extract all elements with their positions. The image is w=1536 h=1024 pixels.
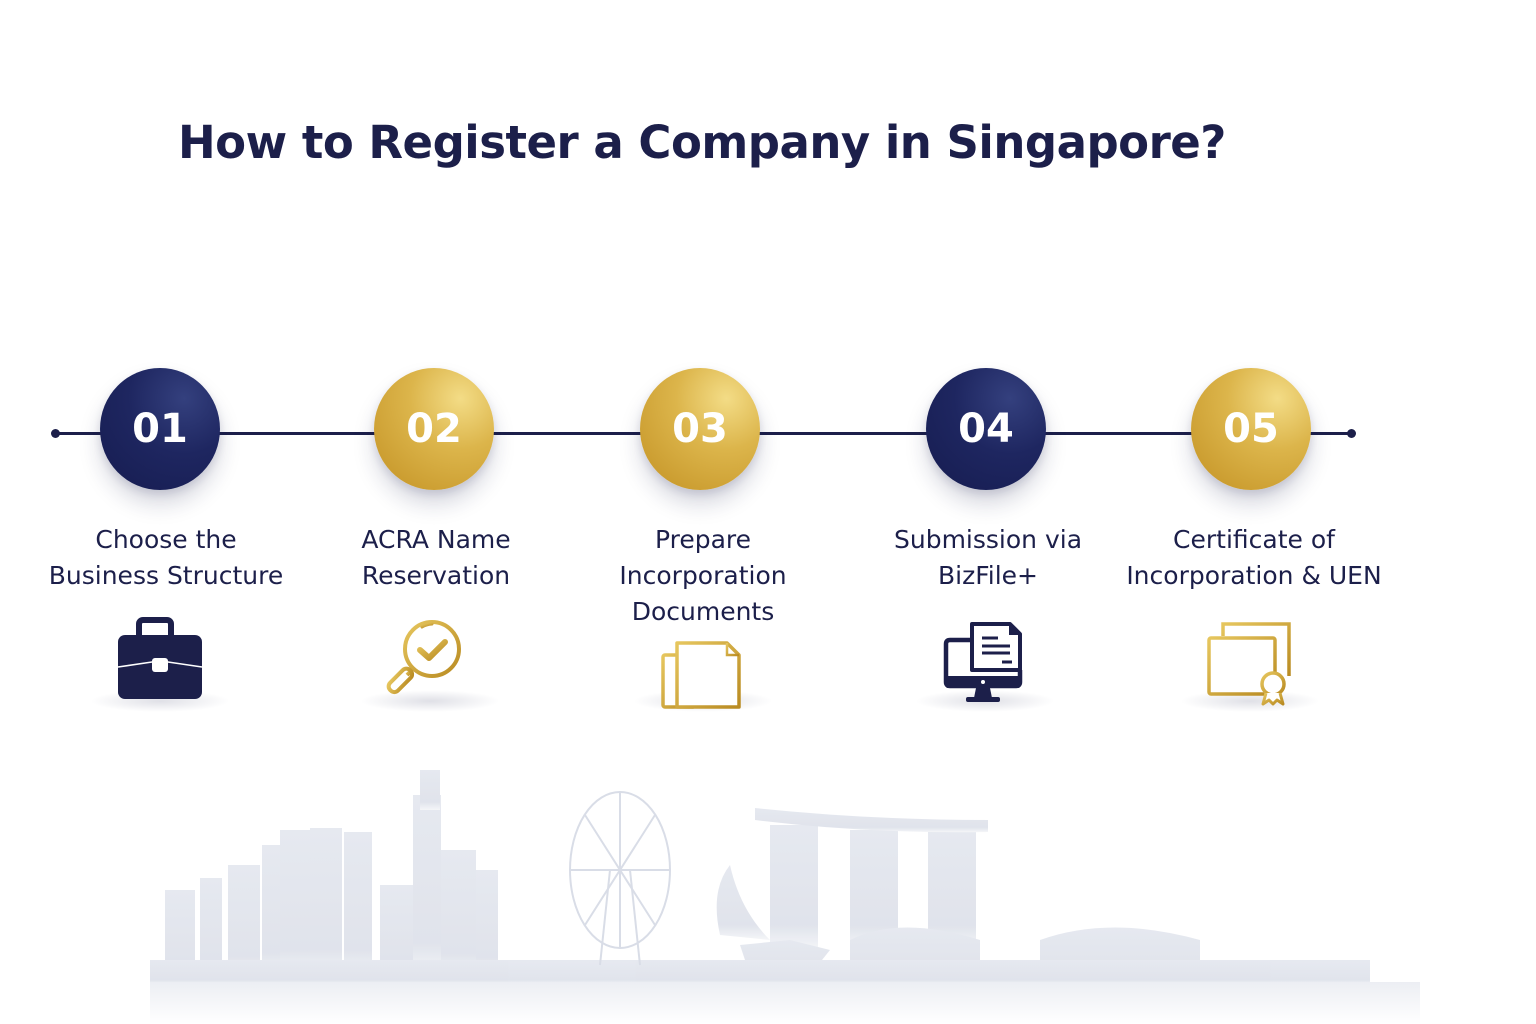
step-5-number: 05 [1223, 406, 1279, 452]
timeline-end-dot [1347, 429, 1356, 438]
step-1-number: 01 [132, 406, 188, 452]
computer-document-icon [940, 620, 1040, 716]
documents-icon [655, 635, 755, 731]
step-1-badge: 01 [100, 368, 220, 490]
magnifier-check-icon [380, 615, 480, 711]
step-5-label: Certificate of Incorporation & UEN [1114, 522, 1394, 594]
step-2-badge: 02 [374, 368, 494, 490]
step-1-label: Choose the Business Structure [26, 522, 306, 594]
page-title: How to Register a Company in Singapore? [178, 116, 1226, 169]
step-1-label-line-1: Choose the [95, 525, 237, 554]
step-3-label: Prepare Incorporation Documents [563, 522, 843, 630]
step-4-label-line-1: Submission via [893, 525, 1083, 554]
step-1-label-line-2: Business Structure [48, 561, 284, 590]
step-5-label-line-1: Certificate of [1173, 525, 1335, 554]
step-3-label-line-1: Prepare [654, 525, 752, 554]
step-3-number: 03 [672, 406, 728, 452]
certificate-icon [1203, 620, 1303, 716]
timeline-start-dot [51, 429, 60, 438]
step-2-number: 02 [406, 406, 462, 452]
singapore-skyline-illustration [150, 760, 1420, 1024]
step-2-label: ACRA Name Reservation [296, 522, 576, 594]
step-4-label: Submission via BizFile+ [848, 522, 1128, 594]
step-2-icon-shadow [360, 690, 500, 712]
briefcase-icon [110, 615, 210, 711]
step-4-label-line-2: BizFile+ [938, 561, 1038, 590]
step-3-label-line-2: Incorporation [619, 561, 787, 590]
step-5-badge: 05 [1191, 368, 1311, 490]
step-3-badge: 03 [640, 368, 760, 490]
step-2-label-line-2: Reservation [361, 561, 511, 590]
step-4-badge: 04 [926, 368, 1046, 490]
step-2-label-line-1: ACRA Name [361, 525, 511, 554]
step-4-number: 04 [958, 406, 1014, 452]
step-5-label-line-2: Incorporation & UEN [1126, 561, 1382, 590]
step-3-label-line-3: Documents [631, 597, 775, 626]
